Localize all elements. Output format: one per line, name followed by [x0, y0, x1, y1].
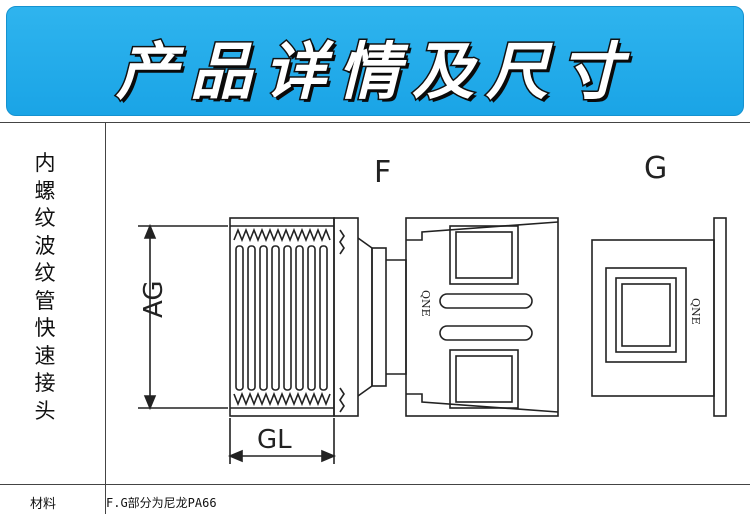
- product-name-char: 波: [34, 233, 56, 258]
- window-top-outer: [449, 225, 519, 285]
- table-column-divider: [105, 122, 106, 514]
- slot-top: [439, 293, 533, 309]
- banner-title: 产品详情及尺寸: [114, 34, 634, 110]
- product-name-char: 螺: [34, 178, 56, 203]
- window-bottom-inner: [455, 355, 513, 403]
- logo-mark-g: QNE: [689, 298, 702, 325]
- material-value: F.G部分为尼龙PA66: [106, 496, 217, 510]
- neck-ring: [371, 247, 387, 387]
- nut-ribs: [235, 245, 328, 391]
- table-row-divider: [0, 484, 750, 485]
- material-label: 材料: [30, 497, 57, 512]
- collar-threads: [339, 229, 345, 413]
- logo-mark-f: QNE: [419, 290, 432, 317]
- header-banner-area: 产品详情及尺寸: [0, 0, 750, 122]
- product-name-char: 纹: [34, 206, 56, 230]
- part-g-frame-inner: [621, 283, 671, 347]
- ag-arrow-top: [143, 223, 157, 239]
- product-name-char: 快: [34, 316, 56, 340]
- window-bottom-outer: [449, 349, 519, 409]
- body-f-outline: [405, 217, 559, 417]
- table-top-border: [0, 122, 750, 123]
- part-g-frame-outer: [605, 267, 687, 363]
- neck-taper: [357, 237, 373, 397]
- gl-arrow-right: [321, 449, 337, 463]
- product-name-char: 内: [34, 151, 56, 175]
- technical-drawing: F G AG: [138, 151, 727, 464]
- thread-teeth-bottom: [233, 391, 331, 407]
- spec-table: 内 螺 纹 波 纹 管 快 速 接 头 F G AG: [0, 122, 750, 514]
- ag-arrow-bottom: [143, 395, 157, 411]
- header-banner: 产品详情及尺寸: [6, 6, 744, 116]
- part-g-flange: [713, 217, 727, 417]
- product-name-char: 头: [34, 398, 56, 423]
- label-f: F: [374, 155, 391, 190]
- neck-inner: [386, 259, 407, 375]
- part-g-frame-mid: [615, 277, 677, 353]
- gl-arrow-left: [227, 449, 243, 463]
- body-f-edge-bottom: [406, 393, 559, 413]
- body-f-edge-top: [406, 221, 559, 241]
- label-g: G: [644, 151, 667, 186]
- product-name-char: 纹: [34, 261, 56, 285]
- product-name-char: 接: [34, 371, 56, 395]
- thread-teeth-top: [233, 227, 331, 243]
- product-name-char: 管: [34, 288, 56, 313]
- collar-outline: [333, 217, 359, 417]
- gl-label: GL: [257, 425, 292, 455]
- ag-label: AG: [139, 281, 169, 318]
- product-name-char: 速: [34, 343, 56, 368]
- product-name-vertical: 内 螺 纹 波 纹 管 快 速 接 头: [20, 150, 70, 425]
- slot-bottom: [439, 325, 533, 341]
- nut-outline: [229, 217, 335, 417]
- window-top-inner: [455, 231, 513, 279]
